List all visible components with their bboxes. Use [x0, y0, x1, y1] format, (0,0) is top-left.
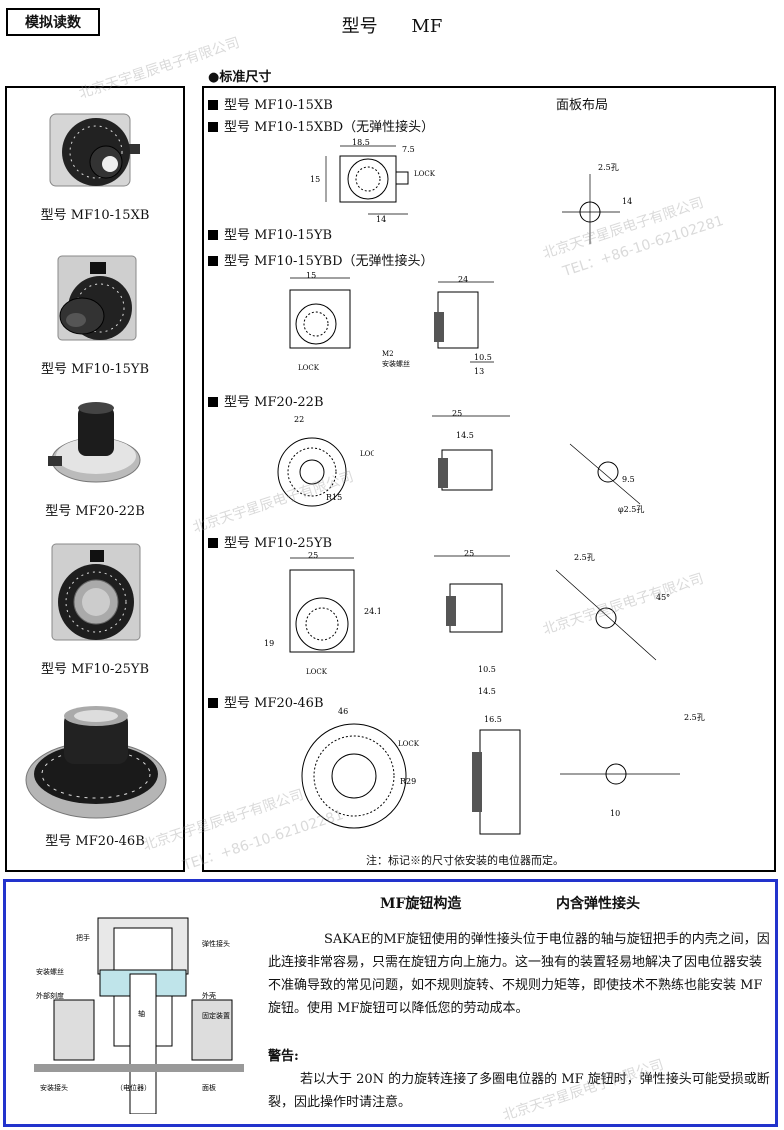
svg-text:14.5: 14.5 — [478, 687, 496, 696]
svg-text:M2: M2 — [382, 350, 394, 358]
svg-text:（电位器）: （电位器） — [116, 1083, 151, 1092]
svg-text:外壳: 外壳 — [202, 991, 216, 1000]
svg-text:18.5: 18.5 — [352, 138, 370, 147]
drawing-mf10-25yb-front: 25 24.1 19 LOCK — [264, 551, 380, 676]
panel-layout-mf20-46b: 2.5孔 10 — [560, 713, 705, 818]
product-mf20-22b: 型号 MF20-22B — [7, 400, 183, 519]
svg-text:22: 22 — [294, 415, 304, 424]
svg-text:10: 10 — [610, 809, 620, 818]
drawing-mf20-22b-side: 25 14.5 — [432, 409, 510, 491]
svg-text:24: 24 — [458, 276, 468, 284]
svg-text:LOCK: LOCK — [398, 740, 420, 748]
svg-text:2.5孔: 2.5孔 — [684, 713, 705, 722]
svg-text:25: 25 — [452, 409, 462, 418]
product-caption: 型号 MF10-15XB — [40, 208, 150, 223]
product-caption: 型号 MF10-15YB — [40, 362, 150, 377]
svg-text:固定装置: 固定装置 — [202, 1011, 230, 1020]
model-label: 型号 MF10-15YB — [208, 224, 332, 243]
knob-photo-mf20-22b — [48, 402, 141, 483]
svg-text:46: 46 — [338, 707, 348, 716]
svg-text:面板: 面板 — [202, 1083, 216, 1092]
svg-text:7.5: 7.5 — [402, 145, 415, 154]
product-mf20-46b: 型号 MF20-46B — [7, 702, 183, 849]
product-mf10-25yb: 型号 MF10-25YB — [7, 542, 183, 677]
title-word: 型号 — [341, 16, 378, 37]
model-label: 型号 MF10-15XBD（无弹性接头） — [208, 116, 434, 135]
drawing-mf10-15yb-front: 15 LOCK — [289, 272, 351, 372]
svg-text:15: 15 — [306, 272, 316, 280]
svg-text:14: 14 — [622, 197, 632, 206]
section-label: ●标准尺寸 — [208, 70, 272, 85]
svg-text:19: 19 — [264, 639, 274, 648]
svg-text:14.5: 14.5 — [456, 431, 474, 440]
drawing-mf10-25yb-side: 25 10.5 14.5 — [434, 549, 510, 696]
product-caption: 型号 MF10-25YB — [40, 662, 150, 677]
warning-text: 若以大于 20N 的力旋转连接了多圈电位器的 MF 旋钮时，弹性接头可能受损或断… — [268, 1072, 770, 1110]
svg-text:2.5孔: 2.5孔 — [574, 553, 595, 562]
page-title: 型号 MF — [0, 12, 784, 38]
svg-text:15: 15 — [310, 175, 320, 184]
model-label: 型号 MF10-15XB — [208, 94, 333, 113]
panel-layout-title: 面板布局 — [556, 98, 609, 113]
svg-text:45°: 45° — [656, 593, 670, 602]
svg-text:13: 13 — [474, 367, 484, 376]
svg-text:φ2.5孔: φ2.5孔 — [618, 505, 644, 514]
svg-text:弹性接头: 弹性接头 — [202, 939, 230, 948]
drawing-mf10-15xb: 18.5 7.5 15 14 LOCK — [310, 138, 436, 224]
svg-text:LOCK: LOCK — [298, 364, 320, 372]
svg-text:LOCK: LOCK — [306, 668, 328, 676]
svg-text:外部刻度: 外部刻度 — [36, 991, 64, 1000]
svg-text:14: 14 — [376, 215, 386, 224]
svg-text:轴: 轴 — [138, 1009, 145, 1018]
panel-layout-mf10-25yb: 2.5孔 45° — [555, 553, 670, 661]
drawing-mf20-22b-front: 22 R15 LOCK — [277, 415, 374, 507]
panel-layout-mf20-22b: 9.5 φ2.5孔 — [569, 443, 644, 514]
product-mf10-15xb: 型号 MF10-15XB — [7, 106, 183, 223]
svg-text:R29: R29 — [400, 777, 416, 786]
svg-text:把手: 把手 — [76, 933, 90, 942]
svg-text:2.5孔: 2.5孔 — [598, 163, 619, 172]
dimension-drawing-panel — [202, 86, 776, 872]
svg-text:安装接头: 安装接头 — [40, 1083, 68, 1092]
structure-subtitle: 内含弹性接头 — [556, 896, 640, 912]
title-model: MF — [411, 16, 443, 37]
svg-text:24.1: 24.1 — [364, 607, 380, 616]
product-caption: 型号 MF20-22B — [45, 504, 145, 519]
panel-layout-mf10-15: 2.5孔 14 — [562, 163, 632, 244]
svg-text:25: 25 — [464, 549, 474, 558]
dimension-note: 注：标记※的尺寸依安装的电位器而定。 — [366, 854, 564, 867]
svg-text:R15: R15 — [326, 493, 342, 502]
product-mf10-15yb: 型号 MF10-15YB — [7, 254, 183, 377]
warning-title: 警告: — [268, 1049, 299, 1064]
drawing-mf10-15yb-side: 24 10.5 13 M2 安装螺丝 — [382, 276, 494, 376]
product-caption: 型号 MF20-46B — [45, 834, 145, 849]
svg-text:10.5: 10.5 — [478, 665, 496, 674]
svg-text:安装螺丝: 安装螺丝 — [382, 359, 410, 368]
knob-photo-mf10-25yb — [51, 543, 141, 641]
knob-photo-mf10-15yb — [57, 255, 137, 341]
model-label: 型号 MF20-22B — [208, 391, 324, 410]
drawing-mf20-46b-side: 16.5 — [472, 715, 521, 835]
knob-photo-mf20-46b — [25, 706, 167, 819]
knob-cross-section-diagram: 把手 弹性接头 安装螺丝 外部刻度 轴 外壳 固定装置 安装接头 （电位器） 面… — [34, 917, 244, 1114]
svg-text:LOCK: LOCK — [414, 170, 436, 178]
svg-text:25: 25 — [308, 551, 318, 560]
svg-text:16.5: 16.5 — [484, 715, 502, 724]
product-photo-panel: 型号 MF10-15XB 型号 MF10-15YB 型号 MF20-22B — [5, 86, 185, 872]
model-label: 型号 MF10-25YB — [208, 532, 332, 551]
structure-section — [3, 879, 778, 1127]
model-label: 型号 MF10-15YBD（无弹性接头） — [208, 250, 434, 269]
svg-text:安装螺丝: 安装螺丝 — [36, 967, 64, 976]
svg-text:10.5: 10.5 — [474, 353, 492, 362]
category-tag: 模拟读数 — [6, 8, 100, 36]
knob-photo-mf10-15xb — [49, 113, 140, 187]
drawing-mf20-46b-front: 46 R29 LOCK — [301, 707, 420, 829]
structure-description: SAKAE的MF旋钮使用的弹性接头位于电位器的轴与旋钮把手的内壳之间，因此连接非… — [268, 932, 770, 1016]
model-label: 型号 MF20-46B — [208, 692, 324, 711]
structure-title: MF旋钮构造 — [380, 896, 462, 912]
svg-text:9.5: 9.5 — [622, 475, 635, 484]
svg-text:LOCK: LOCK — [360, 450, 374, 458]
